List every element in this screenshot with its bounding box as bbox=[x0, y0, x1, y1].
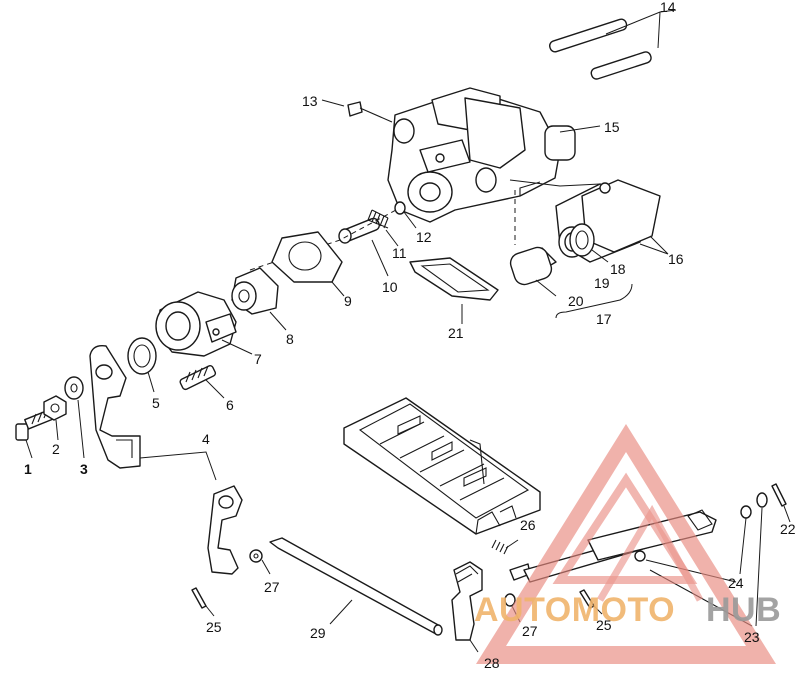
callout-7: 7 bbox=[254, 351, 262, 367]
part-18-dust-boot bbox=[569, 223, 609, 263]
part-14-pins bbox=[549, 9, 677, 80]
callout-14: 14 bbox=[660, 0, 676, 15]
part-2-nut bbox=[43, 395, 67, 441]
callout-27-right: 27 bbox=[522, 623, 538, 639]
callout-13: 13 bbox=[302, 93, 318, 109]
part-3-washer bbox=[64, 376, 85, 459]
callout-16: 16 bbox=[668, 251, 684, 267]
callout-20: 20 bbox=[568, 293, 584, 309]
part-7-adjuster-housing bbox=[155, 291, 253, 357]
footrest-pedal-assembly bbox=[343, 397, 541, 535]
callout-15: 15 bbox=[604, 119, 620, 135]
callout-11: 11 bbox=[392, 245, 407, 261]
callout-3: 3 bbox=[80, 461, 88, 477]
part-26-spring bbox=[491, 539, 519, 555]
callout-21: 21 bbox=[448, 325, 464, 341]
watermark-text-hub: HUB bbox=[706, 591, 781, 629]
part-4-brake-lever bbox=[89, 345, 243, 575]
callout-18: 18 bbox=[610, 261, 626, 277]
callout-9: 9 bbox=[344, 293, 352, 309]
part-22-pin bbox=[771, 483, 791, 523]
part-13-bleeder-screw bbox=[321, 99, 393, 123]
callout-6: 6 bbox=[226, 397, 234, 413]
part-15-caliper-housing bbox=[387, 87, 601, 223]
part-5-washer bbox=[127, 337, 157, 393]
callout-1: 1 bbox=[24, 461, 32, 477]
callout-8: 8 bbox=[286, 331, 294, 347]
callout-22: 22 bbox=[780, 521, 796, 537]
part-27-washer-left bbox=[249, 549, 271, 575]
part-9-gasket bbox=[271, 231, 345, 297]
callout-17: 17 bbox=[596, 311, 612, 327]
callout-5: 5 bbox=[152, 395, 160, 411]
part-17-piston-kit-bracket bbox=[555, 283, 633, 319]
callout-29: 29 bbox=[310, 625, 326, 641]
part-25-cotter-pin-right bbox=[579, 589, 603, 615]
callout-27-left: 27 bbox=[264, 579, 280, 595]
part-24-bushings bbox=[634, 505, 752, 583]
callout-24: 24 bbox=[728, 575, 744, 591]
callout-4: 4 bbox=[202, 431, 210, 447]
callout-28: 28 bbox=[484, 655, 500, 671]
part-29-rod bbox=[269, 537, 443, 636]
callout-26: 26 bbox=[520, 517, 536, 533]
part-25-cotter-pin-left bbox=[191, 587, 215, 617]
callout-19: 19 bbox=[594, 275, 610, 291]
part-28-pedal bbox=[451, 561, 531, 653]
callout-12: 12 bbox=[416, 229, 432, 245]
watermark-text-automoto: AUTOMOTO bbox=[474, 591, 675, 629]
automotohub-watermark bbox=[476, 424, 776, 664]
callout-10: 10 bbox=[382, 279, 398, 295]
callout-25-left: 25 bbox=[206, 619, 222, 635]
callout-2: 2 bbox=[52, 441, 60, 457]
watermark-triangle bbox=[476, 424, 776, 664]
callout-25-right: 25 bbox=[596, 617, 612, 633]
part-21-spring-clip bbox=[409, 257, 499, 324]
part-12-o-ring bbox=[394, 201, 417, 229]
part-8-cam bbox=[231, 267, 287, 331]
callout-23: 23 bbox=[744, 629, 760, 645]
part-11-spring bbox=[367, 209, 399, 247]
part-20-piston bbox=[509, 246, 557, 297]
part-6-screw bbox=[179, 365, 225, 399]
